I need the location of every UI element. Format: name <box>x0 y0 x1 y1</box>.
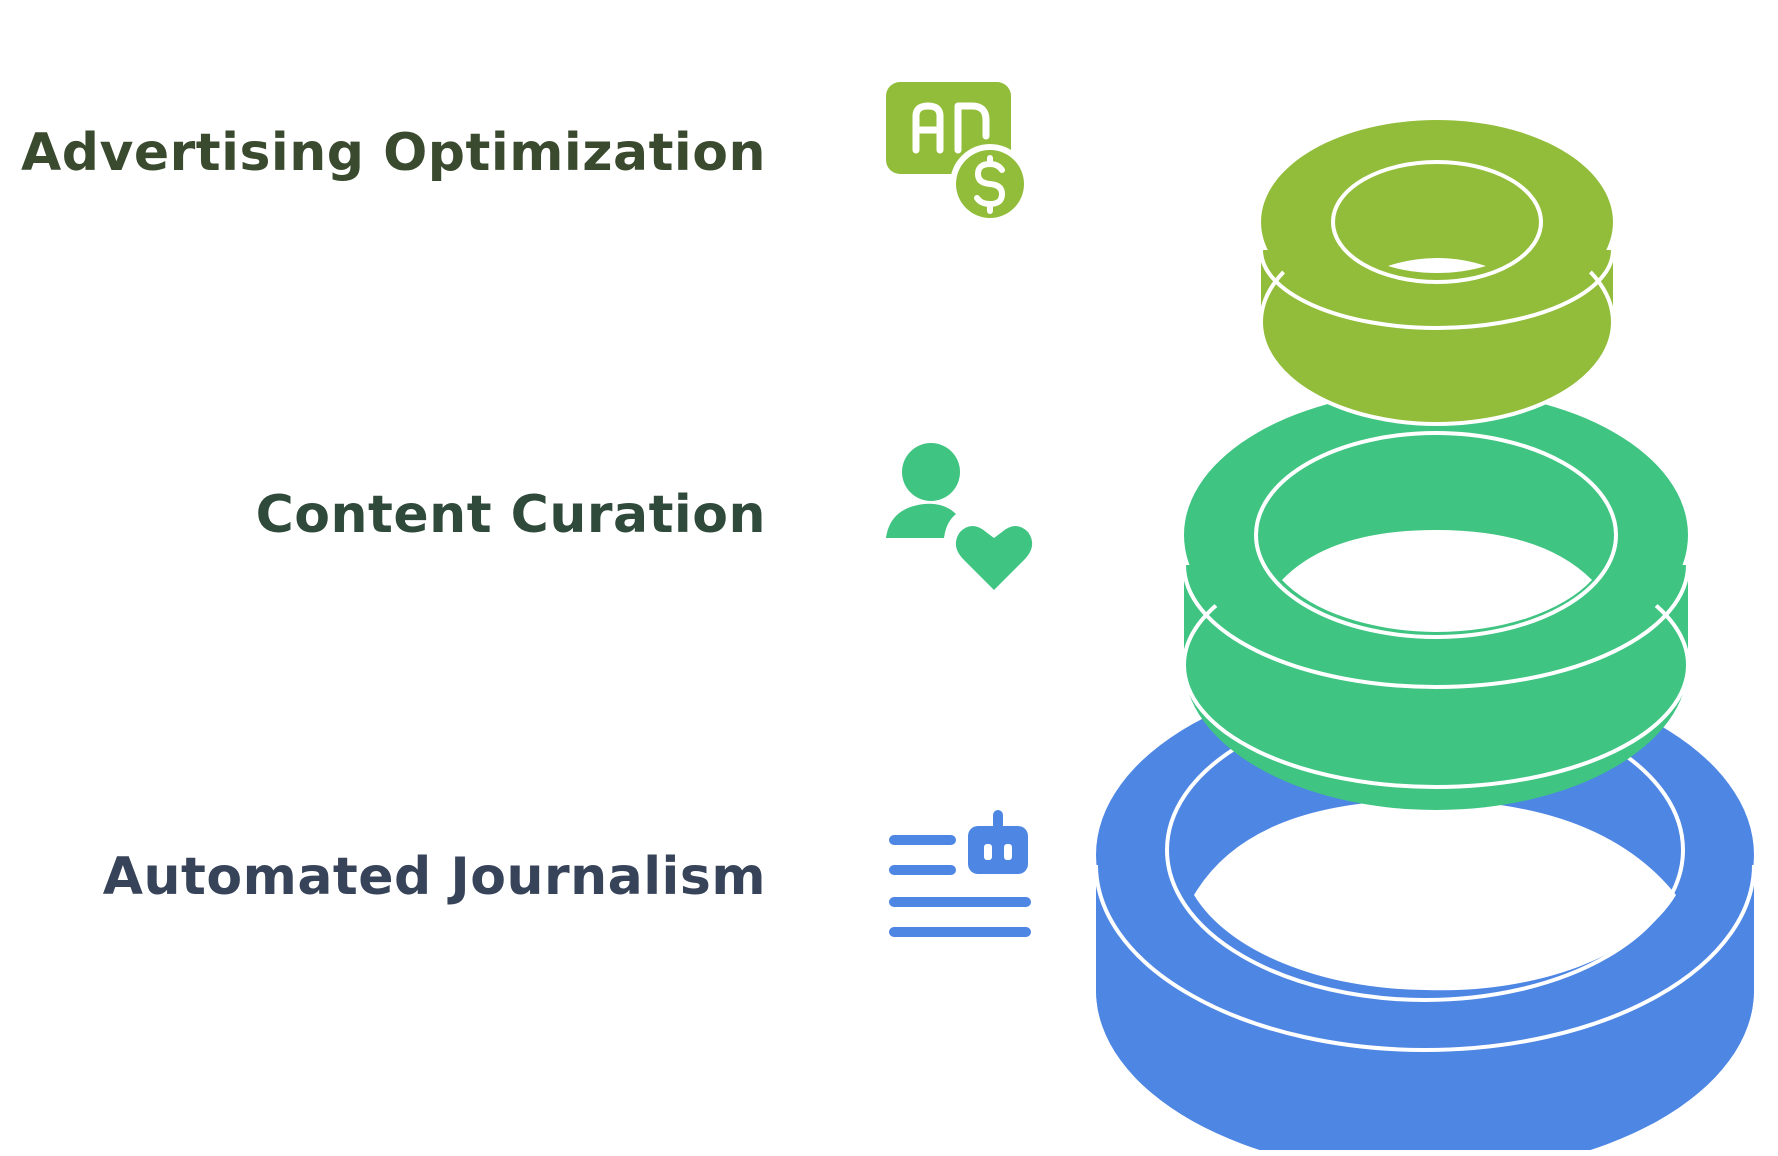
robot-article-icon <box>889 810 1031 937</box>
stacked-rings <box>1094 120 1756 1150</box>
label-automated-journalism: Automated Journalism <box>102 847 766 907</box>
user-heart-icon <box>886 443 1033 590</box>
ad-dollar-icon <box>886 82 1030 224</box>
label-content-curation: Content Curation <box>255 485 766 545</box>
label-advertising-optimization: Advertising Optimization <box>21 123 766 183</box>
ring-content-curation <box>1182 390 1690 810</box>
ring-advertising-optimization <box>1259 120 1615 426</box>
